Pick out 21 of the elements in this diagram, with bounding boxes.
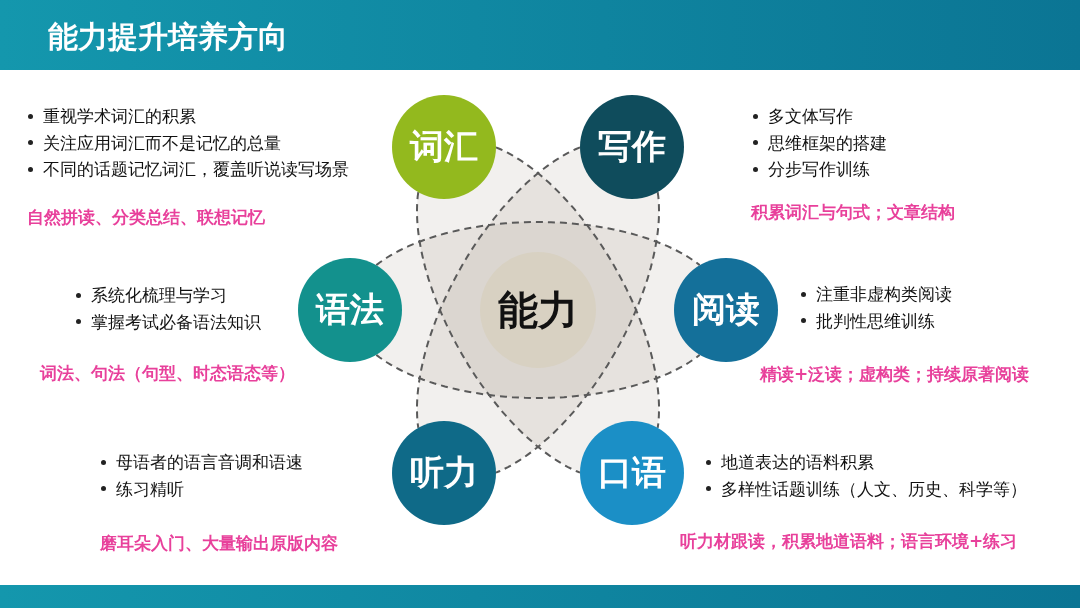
bullet-item: 批判性思维训练 <box>816 309 935 332</box>
bullet-item: 多样性话题训练（人文、历史、科学等） <box>721 477 1027 500</box>
bullet-item: 掌握考试必备语法知识 <box>91 310 261 333</box>
method-note: 磨耳朵入门、大量输出原版内容 <box>100 532 338 554</box>
bullet-item: 注重非虚构类阅读 <box>816 283 952 306</box>
title: 能力提升培养方向 <box>48 18 288 56</box>
method-note: 精读+泛读；虚构类；持续原著阅读 <box>760 363 1030 385</box>
bullet-item: 关注应用词汇而不是记忆的总量 <box>43 131 281 154</box>
bullet-item: 母语者的语言音调和语速 <box>116 451 303 474</box>
bullet-item: 重视学术词汇的积累 <box>43 105 196 128</box>
bullet-item: 系统化梳理与学习 <box>91 284 227 307</box>
method-note: 听力材跟读，积累地道语料；语言环境+练习 <box>680 530 1018 552</box>
bullet-item: 不同的话题记忆词汇，覆盖听说读写场景 <box>43 158 349 181</box>
bullet-item: 地道表达的语料积累 <box>721 451 874 474</box>
bullet-item: 多文体写作 <box>768 105 853 128</box>
method-note: 词法、句法（句型、时态语态等） <box>40 362 295 384</box>
bullet-item: 分步写作训练 <box>768 158 870 181</box>
bullet-item: 思维框架的搭建 <box>768 131 887 154</box>
method-note: 自然拼读、分类总结、联想记忆 <box>27 206 265 228</box>
bullet-item: 练习精听 <box>116 477 184 500</box>
method-note: 积累词汇与句式；文章结构 <box>751 201 955 223</box>
